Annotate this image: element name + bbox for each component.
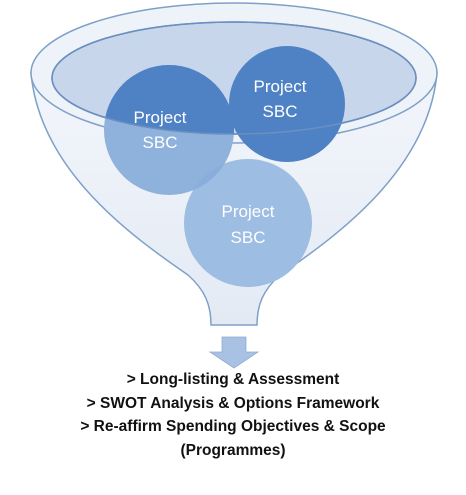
circle-left-label: Project <box>134 108 187 127</box>
step-programmes: (Programmes) <box>180 441 286 459</box>
process-steps: > Long-listing & Assessment > SWOT Analy… <box>0 368 466 462</box>
circle-left-label-2: SBC <box>143 133 178 152</box>
step-reaffirm-objectives: > Re-affirm Spending Objectives & Scope <box>80 418 386 435</box>
step-swot-analysis: > SWOT Analysis & Options Framework <box>86 394 380 412</box>
circle-bottom-label-2: SBC <box>231 228 266 247</box>
down-arrow-icon <box>208 336 260 369</box>
circle-right-label-2: SBC <box>263 102 298 121</box>
circle-right-label: Project <box>254 77 307 96</box>
step-long-listing: > Long-listing & Assessment <box>126 371 340 388</box>
circle-bottom-label: Project <box>222 202 275 221</box>
project-circle-bottom <box>184 159 312 287</box>
